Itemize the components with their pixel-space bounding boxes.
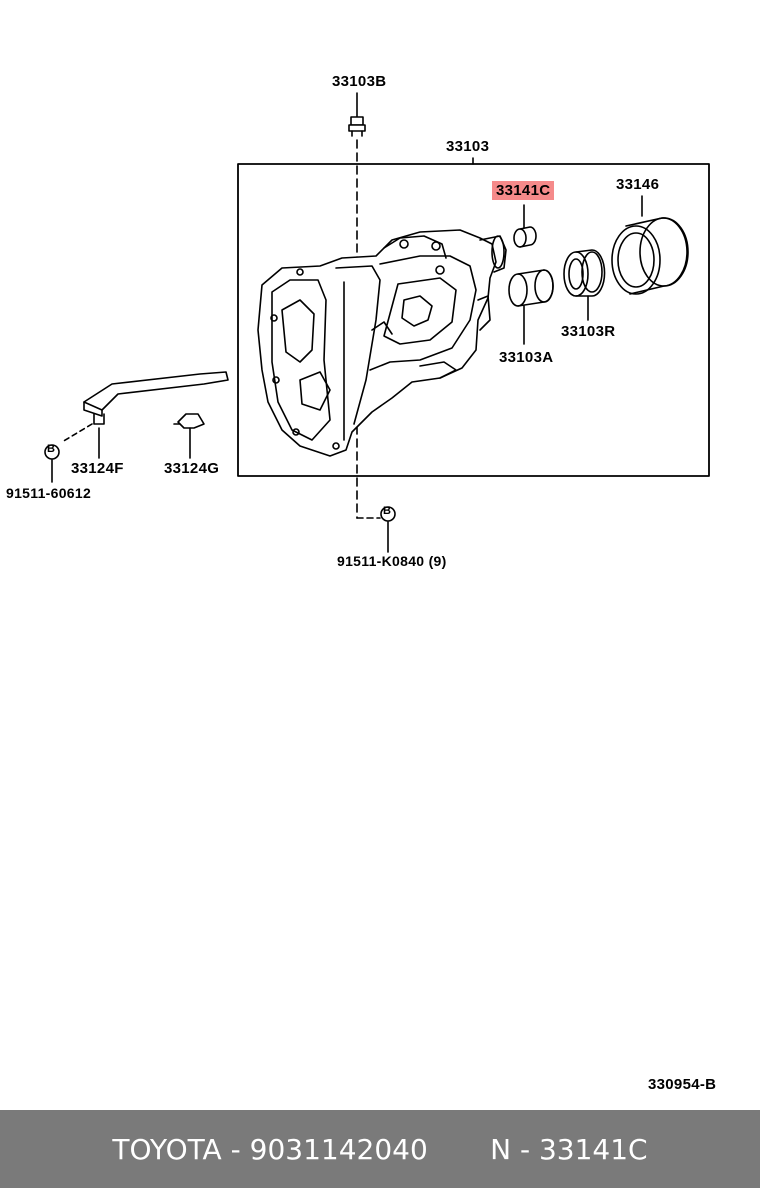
- footer-brand: TOYOTA: [112, 1132, 222, 1166]
- bushing-33141c-icon: [513, 204, 537, 248]
- sleeve-33103a-icon: [508, 269, 554, 345]
- footer-part-number: 9031142040: [249, 1132, 428, 1166]
- label-33103b: 33103B: [332, 73, 387, 90]
- footer-ref-prefix: N: [490, 1132, 512, 1166]
- diagram-reference: 330954-B: [648, 1076, 717, 1093]
- label-33124g: 33124G: [164, 460, 220, 477]
- label-33103r: 33103R: [561, 323, 616, 340]
- footer-separator-2: -: [511, 1132, 539, 1166]
- label-33124f: 33124F: [71, 460, 124, 477]
- label-33103a: 33103A: [499, 349, 554, 366]
- label-33146: 33146: [616, 176, 660, 193]
- label-33103: 33103: [446, 138, 490, 155]
- footer-gap: [428, 1133, 490, 1166]
- label-33141c-highlighted: 33141C: [492, 181, 555, 200]
- footer-separator: -: [221, 1132, 250, 1166]
- bolt-marker-1: [44, 444, 60, 460]
- exploded-view-drawing: [44, 92, 710, 553]
- marker-b-1: B: [47, 443, 56, 455]
- bolt-marker-2: [380, 506, 396, 522]
- footer-ref-code: 33141C: [538, 1132, 648, 1166]
- pin-33124g-icon: [173, 413, 205, 459]
- transmission-case-icon: [257, 229, 507, 457]
- footer-bar: TOYOTA - 9031142040 N - 33141C: [0, 1110, 760, 1188]
- plug-33103b-icon: [348, 92, 366, 137]
- bearing-33103r-icon: [563, 249, 606, 321]
- label-bolt-91511-k0840: 91511-K0840 (9): [337, 553, 447, 569]
- marker-b-2: B: [383, 505, 392, 517]
- lever-33124f-icon: [61, 371, 229, 459]
- cover-33146-icon: [611, 195, 689, 295]
- label-bolt-91511-60612: 91511-60612: [6, 485, 92, 501]
- parts-diagram: B B 33103B 33103 33141C 33146 33103R 331…: [6, 73, 717, 1093]
